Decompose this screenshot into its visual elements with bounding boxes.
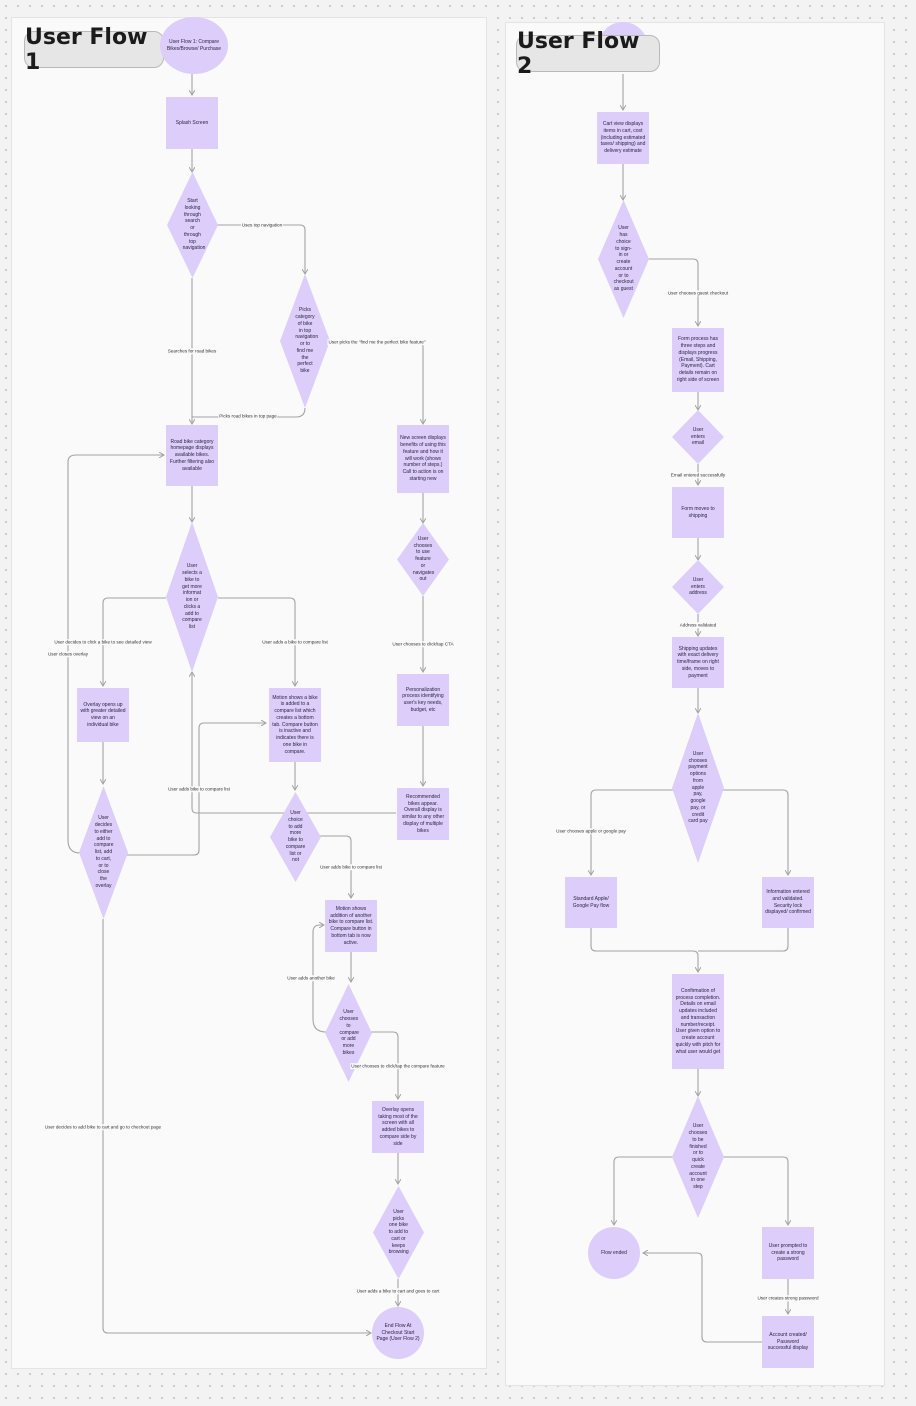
password-prompt-node[interactable]: User prompted to create a strong passwor… [762,1227,814,1279]
edge-label: User chooses to click/tap CTA [391,641,455,647]
detail-overlay-node[interactable]: Overlay opens up with greater detailed v… [77,688,129,742]
edge [218,597,295,686]
flow-2-title: User Flow 2 [516,29,660,79]
edge-label: User creates strong password [756,1295,820,1301]
edge-label: User decides to add bike to cart and go … [43,1124,163,1130]
edge [371,1031,398,1099]
edge-label: User adds bike to compare list [167,786,231,792]
compare-overlay-node[interactable]: Overlay opens taking most of the screen … [372,1101,424,1153]
edge [192,407,306,418]
flow-1-title: User Flow 1 [24,25,164,75]
edge-label: Address validated [678,622,718,628]
edge-label: User adds another bike [286,975,336,981]
road-bike-homepage-node[interactable]: Road bike category homepage displays ava… [166,425,218,486]
recommended-bikes-node[interactable]: Recommended bikes appear. Overall displa… [397,788,449,840]
decision-payment-option[interactable]: User chooses payment options from apple … [672,713,724,863]
edge [723,789,788,875]
confirmation-node[interactable]: Confirmation of process completion. Deta… [672,974,724,1069]
form-process-node[interactable]: Form process has three steps and display… [672,328,724,392]
edge-label: Picks road bikes in top page [218,413,278,419]
edge [723,1156,788,1225]
decision-search-or-nav[interactable]: Start looking through search or through … [167,172,218,278]
decision-overlay-action[interactable]: User decides to either add to compare li… [79,786,128,919]
edge-label: User adds bike to compare list [319,864,383,870]
edge-label: Email entered successfully [669,472,727,478]
compare-tab-motion-node[interactable]: Motion shows a bike is added to a compar… [269,688,321,762]
edge-label: User chooses guest checkout [666,290,730,296]
flow-ended-node[interactable]: Flow ended [588,1227,640,1279]
compare-active-motion-node[interactable]: Motion shows addition of another bike to… [325,900,377,952]
personalization-node[interactable]: Personalization process identifying user… [397,674,449,726]
edge [591,789,673,875]
edge-label: User decides to click a bike to see deta… [53,639,153,645]
cart-view-node[interactable]: Cart view displays items in cart, cost (… [597,112,649,164]
edge [312,925,327,1033]
edge [192,672,396,814]
edge [102,919,371,1333]
edge [67,455,164,854]
edge-label: User adds a bike to cart and goes to car… [355,1288,441,1294]
edge-label: User adds a bike to compare list [261,639,329,645]
edge-label: User picks the "find me the perfect bike… [327,339,427,345]
edge [329,341,423,424]
edge [320,835,351,898]
edge-label: Uses top navigation [240,222,284,228]
edge-label: User chooses to click/tap the compare fe… [350,1063,446,1069]
decision-compare-or-add[interactable]: User chooses to compare or add more bike… [325,984,372,1082]
edge-label: User chooses apple or google pay [555,828,627,834]
shipping-step-node[interactable]: Form moves to shipping [672,487,724,538]
decision-pick-category[interactable]: Picks category of bike in top navigation… [280,274,330,408]
flow-1-end-node[interactable]: End Flow At Checkout Start Page (User Fl… [372,1307,424,1359]
account-created-node[interactable]: Account created/ Password successful dis… [762,1316,814,1368]
decision-add-more[interactable]: User choice to add more bike to compare … [270,792,321,882]
feature-intro-screen-node[interactable]: New screen displays benefits of using th… [397,425,449,493]
card-validated-node[interactable]: Information entered and validated. Secur… [762,877,814,928]
edge-label: User closes overlay [46,651,90,657]
decision-enter-address[interactable]: User enters address [672,560,724,614]
edge [614,1156,673,1225]
decision-pick-bike[interactable]: User picks one bike to add to cart or ke… [373,1186,424,1279]
edge [103,597,166,686]
edge [698,928,789,952]
decision-signin-or-guest[interactable]: User has choice to sign-in or create acc… [598,200,649,318]
decision-enter-email[interactable]: User enters email [672,410,724,464]
shipping-update-node[interactable]: Shipping updates with exact delivery tim… [672,637,724,688]
apple-google-pay-node[interactable]: Standard Apple/ Google Pay flow [565,877,617,928]
edge [217,224,305,274]
splash-screen-node[interactable]: Splash Screen [166,97,218,149]
edge [648,258,698,326]
decision-select-bike[interactable]: User selects a bike to get more informat… [166,522,218,672]
edge-label: Searches for road bikes [166,348,218,354]
decision-use-feature[interactable]: User chooses to use feature or navigates… [397,523,449,596]
flow-1-start-node[interactable]: User Flow 1: Compare Bikes/Browse/ Purch… [160,17,228,74]
decision-finish-or-create[interactable]: User chooses to be finished or to quick … [672,1096,724,1218]
edge [590,928,698,972]
edge [643,1253,762,1343]
